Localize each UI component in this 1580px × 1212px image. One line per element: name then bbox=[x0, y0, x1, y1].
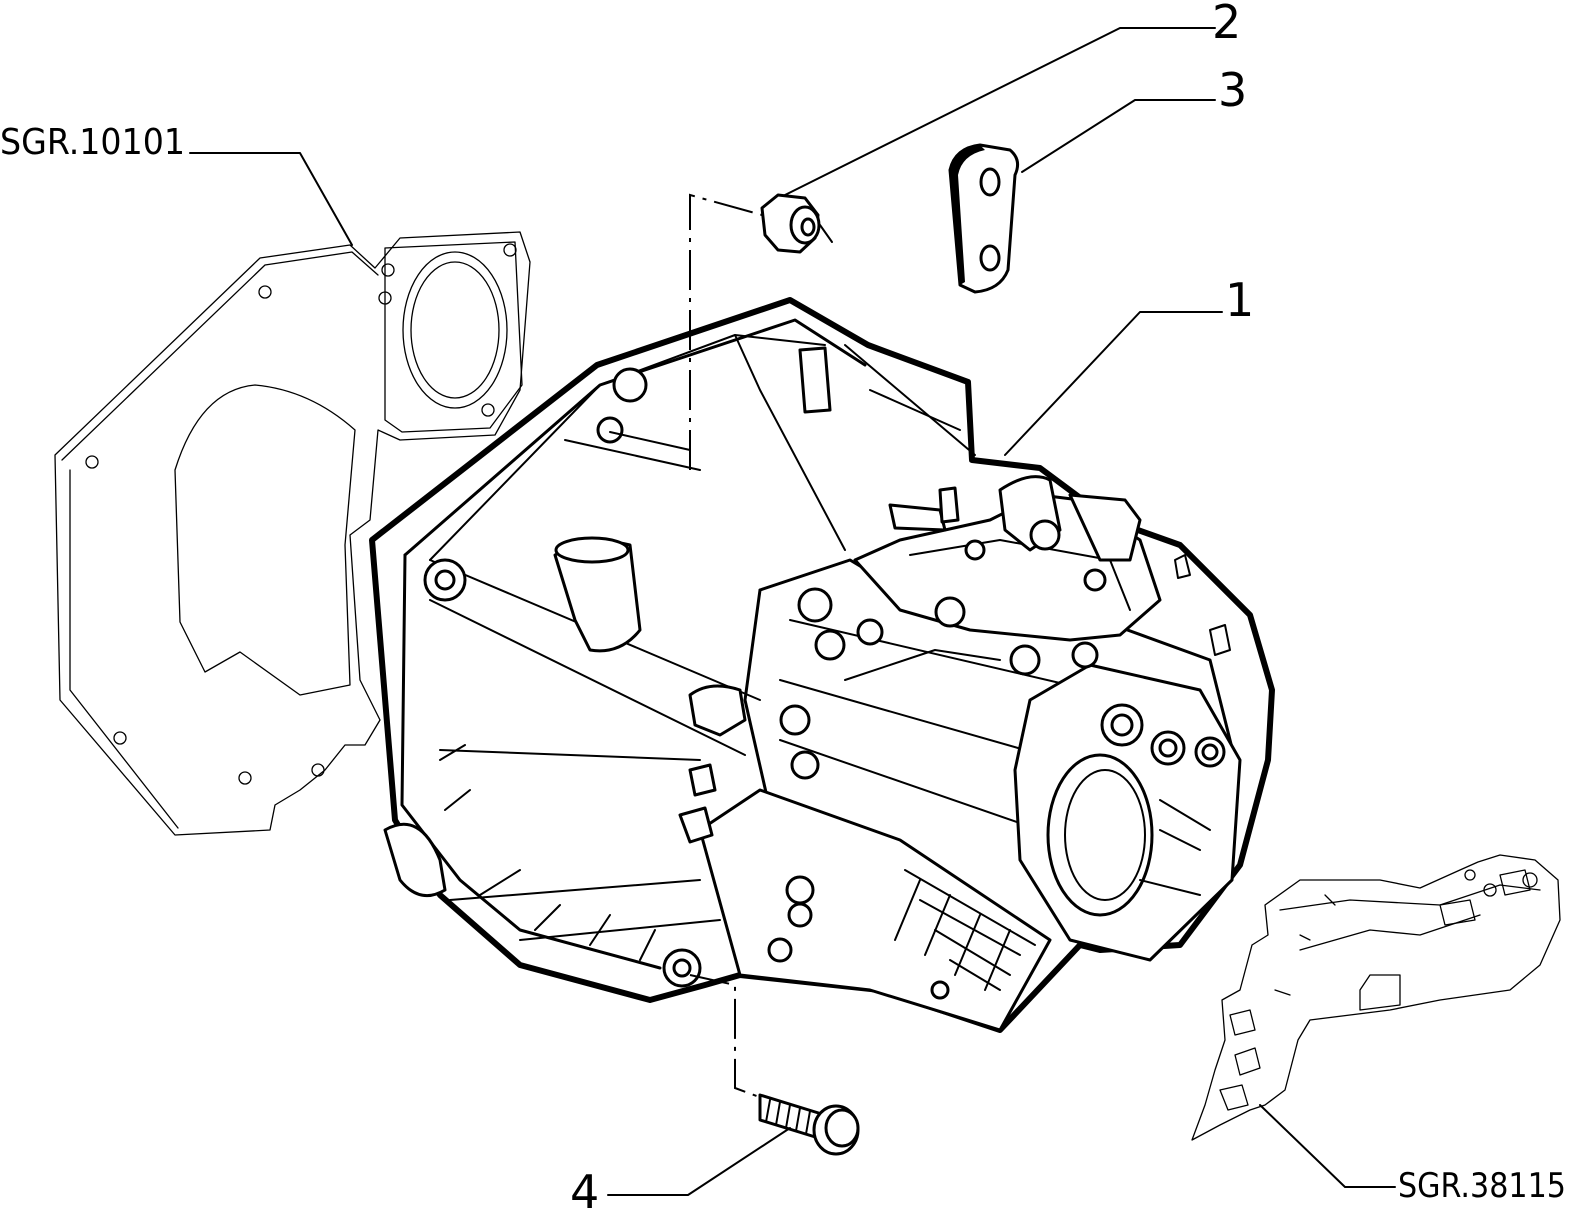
leader-4 bbox=[607, 1127, 791, 1196]
callout-1: 1 bbox=[1225, 273, 1254, 327]
flange-bolt-part bbox=[758, 1093, 860, 1156]
leader-1 bbox=[1004, 311, 1223, 456]
shift-linkage-reference-label: SGR.38115 bbox=[1398, 1166, 1566, 1206]
leader-lines bbox=[189, 27, 1396, 1196]
assembly-centerlines bbox=[609, 193, 763, 1099]
gasket-reference-label: SGR.10101 bbox=[0, 122, 185, 163]
leader-3 bbox=[1021, 99, 1216, 173]
callout-4: 4 bbox=[570, 1165, 599, 1212]
leader-2 bbox=[784, 27, 1216, 196]
mounting-bracket-plate-part bbox=[948, 143, 1020, 294]
gearbox-cover-plate-part bbox=[54, 231, 531, 836]
callout-2: 2 bbox=[1212, 0, 1241, 49]
gearbox-housing-part bbox=[369, 297, 1275, 1033]
leader-shift-ref bbox=[1259, 1104, 1396, 1188]
gear-shift-linkage-part bbox=[1191, 854, 1561, 1141]
leader-gasket-ref bbox=[189, 152, 353, 246]
flange-nut-part bbox=[760, 193, 833, 254]
callout-3: 3 bbox=[1218, 63, 1247, 117]
